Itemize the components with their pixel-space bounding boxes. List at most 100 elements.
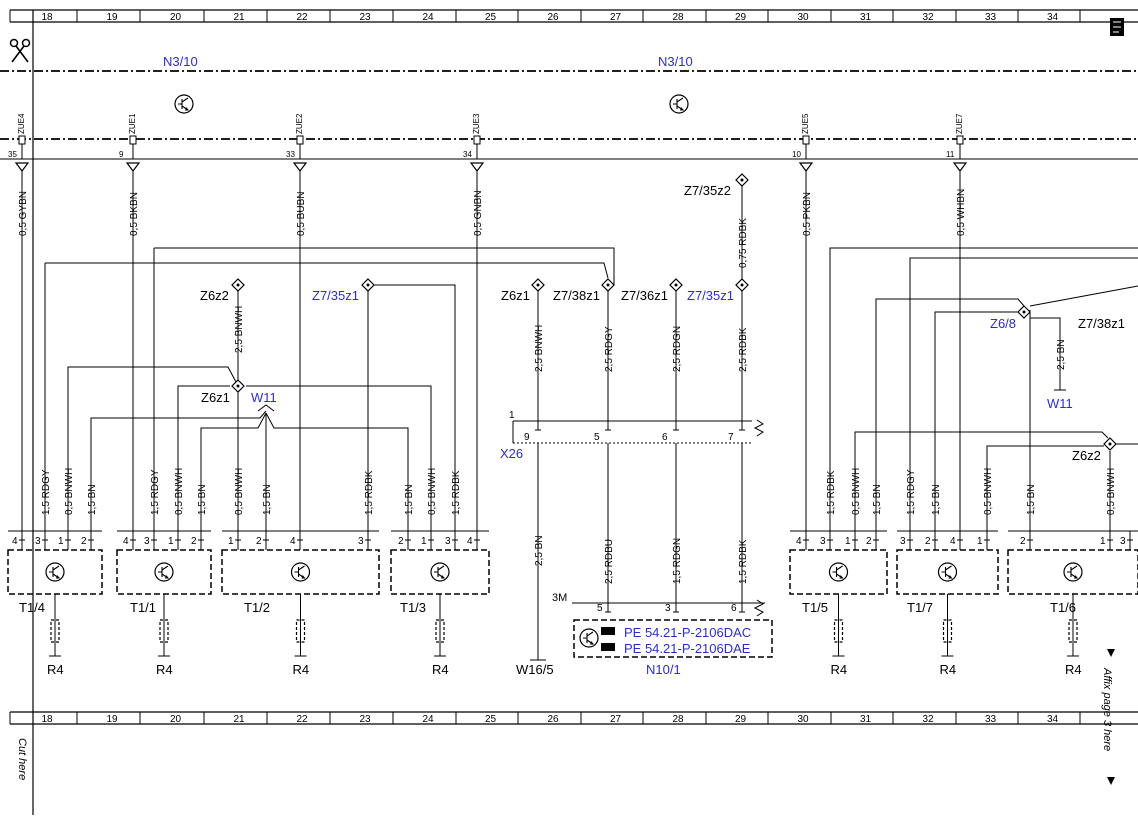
ruler-column-18: 18 (42, 714, 54, 725)
wire-label-z6z2: 2,5 BNWH (234, 306, 245, 353)
sensor-pin-number: 1 (421, 536, 427, 547)
sensor-pin-number: 3 (35, 536, 41, 547)
resistor-label: R4 (293, 662, 310, 677)
w11-link-right[interactable]: W11 (1047, 396, 1073, 411)
wire-label-c-bnwh: 2,5 BNWH (534, 325, 545, 372)
bus-pin-number: 9 (119, 150, 124, 159)
resistor-label: R4 (831, 662, 848, 677)
ruler-column-25: 25 (485, 12, 497, 23)
sensor-pin-number: 2 (925, 536, 931, 547)
resistor-label: R4 (156, 662, 173, 677)
bus-pin-label: ZUE7 (955, 113, 964, 134)
ruler-column-30: 30 (798, 714, 810, 725)
wire-label-c-rdgy: 2,5 RDGY (604, 326, 615, 372)
splice-z6z2-right (1103, 437, 1117, 451)
x26-label[interactable]: X26 (500, 446, 523, 461)
lower-wire-label: 0,5 BNWH (64, 468, 75, 515)
splice-label-z7-35z1-mid[interactable]: Z7/35z1 (687, 288, 734, 303)
splice-z6z1-left (231, 379, 245, 393)
sensor-pin-number: 3 (144, 536, 150, 547)
x26-pin-1: 1 (509, 410, 515, 421)
lower-wire-label: 0,5 BNWH (174, 468, 185, 515)
sensor-pin-number: 3 (358, 536, 364, 547)
n10-ref-1[interactable]: PE 54.21-P-2106DAC (624, 625, 751, 640)
sensor-label: T1/6 (1050, 600, 1076, 615)
lower-wire-label: 1,5 RDBK (451, 470, 462, 515)
module-transistor-icon-left (174, 94, 194, 114)
ruler-column-27: 27 (610, 714, 622, 725)
splice-z7-36z1 (669, 278, 683, 292)
resistor-label: R4 (940, 662, 957, 677)
sensor-pin-number: 4 (123, 536, 129, 547)
lower-wire-label: 1,5 BN (87, 484, 98, 515)
transistor-icon (290, 562, 311, 582)
ruler-column-31: 31 (860, 12, 872, 23)
ruler-column-19: 19 (107, 12, 119, 23)
pointing-hand-icon (601, 627, 615, 651)
affix-arrow-icon-bottom (1107, 777, 1115, 785)
cut-here-label: Cut here (16, 738, 28, 780)
lower-wire-label: 1,5 RDGY (41, 469, 52, 515)
w11-link-left[interactable]: W11 (251, 390, 277, 405)
sensor-label: T1/3 (400, 600, 426, 615)
sensor-pin-number: 4 (290, 536, 296, 547)
bus-pin-number: 10 (792, 150, 801, 159)
n10-pin-number: 5 (597, 603, 603, 614)
n10-label[interactable]: N10/1 (646, 662, 681, 677)
lower-wire-label: 1,5 RDGY (906, 469, 917, 515)
transistor-icon (937, 562, 958, 582)
ruler-column-19: 19 (107, 714, 119, 725)
sensor-pin-number: 2 (398, 536, 404, 547)
sensor-pin-number: 1 (845, 536, 851, 547)
splice-label-z7-38z1-right: Z7/38z1 (1078, 316, 1125, 331)
splice-label-z6-8[interactable]: Z6/8 (990, 316, 1016, 331)
ruler-column-27: 27 (610, 12, 622, 23)
ruler-column-29: 29 (735, 714, 747, 725)
n10-pin-number: 6 (731, 603, 737, 614)
splice-z7-35z1-mid (735, 278, 749, 292)
sensor-pin-number: 3 (900, 536, 906, 547)
lower-wire-label: 0,5 BNWH (983, 468, 994, 515)
sensor-pin-number: 1 (58, 536, 64, 547)
bus-pin-number: 11 (946, 150, 955, 159)
n10-ref-2[interactable]: PE 54.21-P-2106DAE (624, 641, 751, 656)
splice-z7-38z1-mid (601, 278, 615, 292)
x26-pin-number: 5 (594, 432, 600, 443)
splice-label-z6z1: Z6z1 (201, 390, 230, 405)
ruler-column-31: 31 (860, 714, 872, 725)
resistor-label: R4 (1065, 662, 1082, 677)
sensor-label: T1/2 (244, 600, 270, 615)
splice-label-z6z2: Z6z2 (200, 288, 229, 303)
ruler-column-33: 33 (985, 12, 997, 23)
n10-pin-number: 3 (665, 603, 671, 614)
ruler-column-34: 34 (1047, 714, 1059, 725)
splice-label-z7-35z1[interactable]: Z7/35z1 (312, 288, 359, 303)
module-label-left[interactable]: N3/10 (163, 54, 198, 69)
right-network (829, 247, 1138, 531)
n10-transistor-icon (579, 628, 599, 648)
ruler-column-24: 24 (423, 12, 435, 23)
affix-page-label: Affix page 3 here (1101, 667, 1113, 751)
bus-pin-number: 33 (286, 150, 295, 159)
module-label-right[interactable]: N3/10 (658, 54, 693, 69)
ruler-column-26: 26 (548, 714, 560, 725)
n10-connector-label: 3M (552, 592, 567, 604)
lower-wire-label: 1,5 RDGY (150, 469, 161, 515)
ruler-column-25: 25 (485, 714, 497, 725)
sensor-pin-number: 4 (12, 536, 18, 547)
lower-wire-label: 0,5 BNWH (234, 468, 245, 515)
bus-pin-number: 34 (463, 150, 472, 159)
splice-label-z7-38z1: Z7/38z1 (553, 288, 600, 303)
bus-pin-label: ZUE4 (17, 113, 26, 134)
